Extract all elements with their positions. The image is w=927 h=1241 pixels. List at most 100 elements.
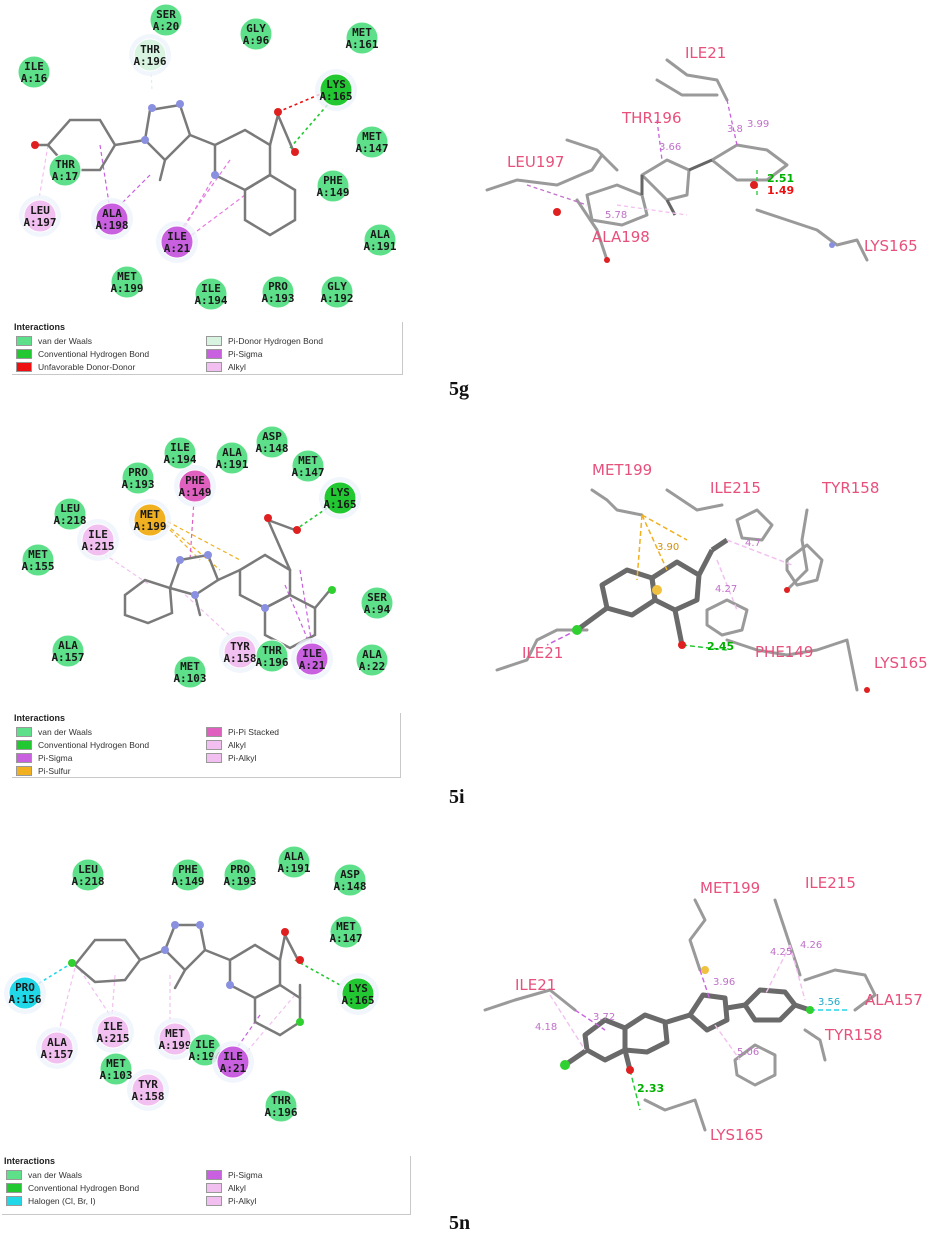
residue-position: A:157 bbox=[51, 651, 84, 664]
residue-position: A:165 bbox=[319, 90, 352, 103]
distance-label: 5.06 bbox=[737, 1047, 759, 1058]
residue-position: A:215 bbox=[81, 540, 114, 553]
residue-name: SER bbox=[367, 591, 387, 604]
diagram-3d-5n: MET199 ILE215 ILE21 ALA157 TYR158 LYS165… bbox=[483, 874, 923, 1144]
residue-position: A:17 bbox=[52, 170, 79, 183]
residue-name: MET bbox=[362, 130, 382, 143]
distance-label: 2.51 bbox=[767, 172, 794, 185]
legend-title: Interactions bbox=[14, 322, 66, 332]
panel-label: 5i bbox=[449, 786, 465, 808]
residue-label-3d: ILE21 bbox=[522, 644, 563, 662]
legend-item: Pi-Sigma bbox=[206, 349, 262, 359]
residue-label-3d: LYS165 bbox=[710, 1126, 764, 1144]
residue-position: A:149 bbox=[178, 486, 211, 499]
diagram-3d-5i: MET199 ILE215 TYR158 ILE21 PHE149 LYS165… bbox=[495, 461, 927, 693]
residue-position: A:196 bbox=[255, 656, 288, 669]
residue-name: MET bbox=[140, 508, 160, 521]
residue-label-3d: ALA157 bbox=[865, 991, 923, 1009]
residue-position: A:165 bbox=[323, 498, 356, 511]
residue-label-3d: THR196 bbox=[621, 109, 682, 127]
residue-position: A:103 bbox=[99, 1069, 132, 1082]
distance-label: 4.25 bbox=[770, 947, 792, 958]
residue-name: SER bbox=[156, 8, 176, 21]
legend-item: Conventional Hydrogen Bond bbox=[16, 349, 149, 359]
residue-position: A:22 bbox=[359, 660, 386, 673]
distance-label: 3.8 bbox=[727, 124, 743, 135]
residue-label-3d: PHE149 bbox=[755, 643, 813, 661]
residue-position: A:157 bbox=[40, 1048, 73, 1061]
distance-label: 4.7 bbox=[745, 538, 761, 549]
legend-item: Pi-Sigma bbox=[16, 753, 72, 763]
distance-label: 5.78 bbox=[605, 210, 627, 221]
residue-name: TYR bbox=[138, 1078, 158, 1091]
residue-name: ALA bbox=[222, 446, 242, 459]
residue-name: LEU bbox=[60, 502, 80, 515]
residue-label-3d: TYR158 bbox=[824, 1026, 882, 1044]
legend-item: Alkyl bbox=[206, 740, 246, 750]
residue-position: A:199 bbox=[110, 282, 143, 295]
residue-name: MET bbox=[28, 548, 48, 561]
residue-position: A:191 bbox=[277, 862, 310, 875]
residue-position: A:149 bbox=[171, 875, 204, 888]
residue-name: LYS bbox=[348, 982, 368, 995]
residue-position: A:165 bbox=[341, 994, 374, 1007]
distance-label: 3.72 bbox=[593, 1012, 615, 1023]
panel-label: 5g bbox=[449, 378, 469, 400]
residue-name: THR bbox=[271, 1094, 291, 1107]
legend-5n: Interactions van der Waals Conventional … bbox=[2, 1156, 411, 1215]
legend-item: van der Waals bbox=[16, 336, 92, 346]
residue-position: A:161 bbox=[345, 38, 378, 51]
residue-name: PHE bbox=[323, 174, 343, 187]
residue-position: A:149 bbox=[316, 186, 349, 199]
residue-name: PRO bbox=[268, 280, 288, 293]
legend-5g: Interactions van der Waals Conventional … bbox=[12, 322, 403, 375]
residue-name: GLY bbox=[246, 22, 266, 35]
residue-name: THR bbox=[262, 644, 282, 657]
distance-label: 3.96 bbox=[713, 977, 735, 988]
residue-name: ALA bbox=[362, 648, 382, 661]
residue-label-3d: ILE215 bbox=[710, 479, 761, 497]
residue-name: LEU bbox=[30, 204, 50, 217]
residue-name: LEU bbox=[78, 863, 98, 876]
residue-position: A:196 bbox=[264, 1106, 297, 1119]
legend-title: Interactions bbox=[14, 713, 66, 723]
residue-name: ILE bbox=[195, 1038, 215, 1051]
residue-name: GLY bbox=[327, 280, 347, 293]
legend-item: Pi-Pi Stacked bbox=[206, 727, 279, 737]
residue-name: ALA bbox=[102, 207, 122, 220]
residue-name: ALA bbox=[58, 639, 78, 652]
residue-position: A:215 bbox=[96, 1032, 129, 1045]
residue-position: A:196 bbox=[133, 55, 166, 68]
residue-name: PHE bbox=[178, 863, 198, 876]
residue-position: A:218 bbox=[71, 875, 104, 888]
residue-position: A:218 bbox=[53, 514, 86, 527]
residue-label-3d: TYR158 bbox=[821, 479, 879, 497]
